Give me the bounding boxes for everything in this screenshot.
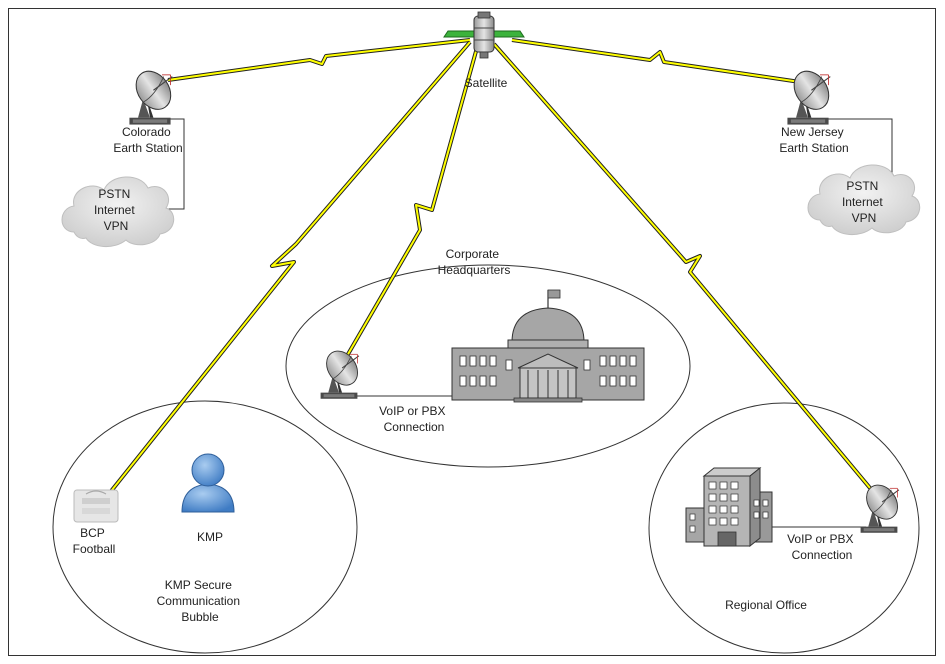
hq-title: Corporate Headquarters xyxy=(438,247,511,277)
corporate-hq-ellipse xyxy=(285,264,691,468)
kmp-bubble-label: KMP Secure Communication Bubble xyxy=(157,578,244,624)
office-building-icon[interactable] xyxy=(685,466,773,548)
cloud-left-label: PSTN Internet VPN xyxy=(94,187,138,233)
satellite-icon[interactable] xyxy=(443,11,525,59)
satellite-label: Satellite xyxy=(465,76,508,90)
satellite-links xyxy=(102,38,882,502)
newjersey-to-cloud-line xyxy=(818,118,893,178)
colorado-label: Colorado Earth Station xyxy=(113,125,182,155)
kmp-user-icon[interactable] xyxy=(181,453,235,513)
link-hq xyxy=(338,43,480,370)
link-bcp xyxy=(102,40,472,502)
diagram-frame xyxy=(8,8,936,656)
regional-link-label: VoIP or PBX Connection xyxy=(787,532,857,562)
capitol-building-icon[interactable] xyxy=(451,289,645,403)
link-colorado xyxy=(167,38,471,82)
cloud-right-icon xyxy=(807,164,921,235)
cloud-right-label: PSTN Internet VPN xyxy=(842,179,886,225)
kmp-label: KMP xyxy=(197,530,223,544)
cloud-left-icon xyxy=(61,176,175,247)
new-jersey-label: New Jersey Earth Station xyxy=(779,125,848,155)
hq-link-label: VoIP or PBX Connection xyxy=(379,404,449,434)
link-regional xyxy=(492,42,882,502)
kmp-bubble-circle xyxy=(52,400,358,654)
regional-office-circle xyxy=(648,402,920,654)
bcp-label: BCP Football xyxy=(73,526,116,556)
regional-office-label: Regional Office xyxy=(725,598,807,612)
link-new-jersey xyxy=(511,38,801,84)
bcp-device-icon[interactable] xyxy=(73,489,119,523)
